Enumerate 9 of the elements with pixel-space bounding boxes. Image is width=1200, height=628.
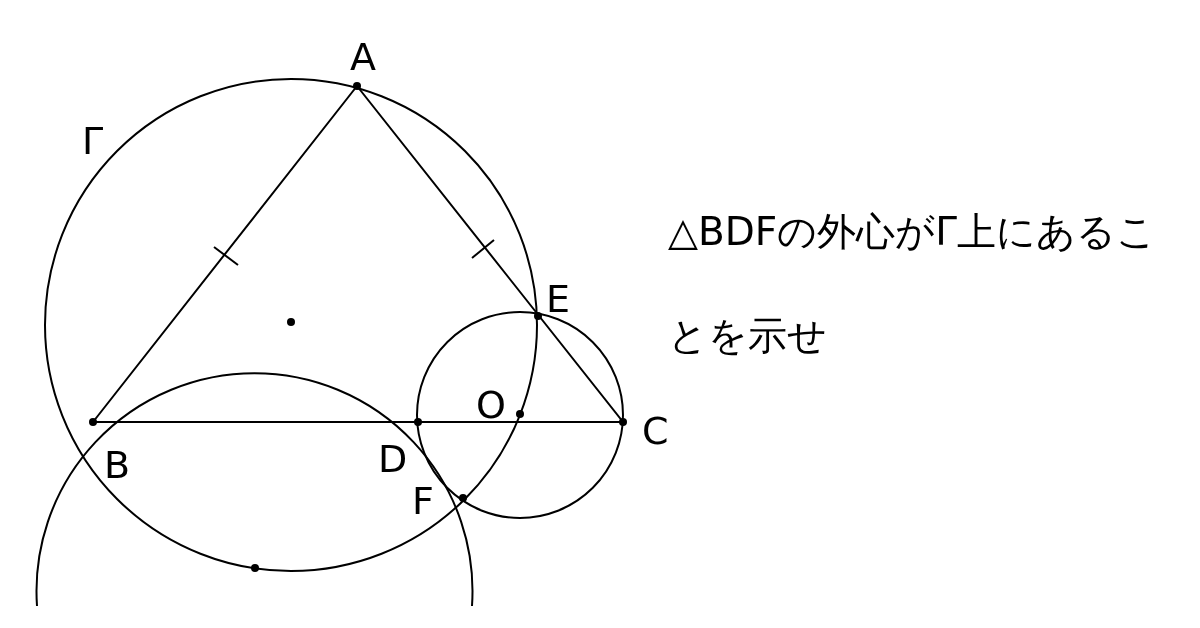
point-label: D (378, 440, 408, 478)
circle-label: Γ (82, 122, 104, 160)
point-label: E (546, 280, 570, 318)
problem-statement: △BDFの外心がΓ上にあることを示せ (668, 208, 1157, 360)
point-label: B (104, 446, 131, 484)
point-label: F (412, 482, 434, 520)
point-label: A (350, 38, 376, 76)
point-label: O (476, 386, 506, 424)
point-label: C (642, 412, 669, 450)
